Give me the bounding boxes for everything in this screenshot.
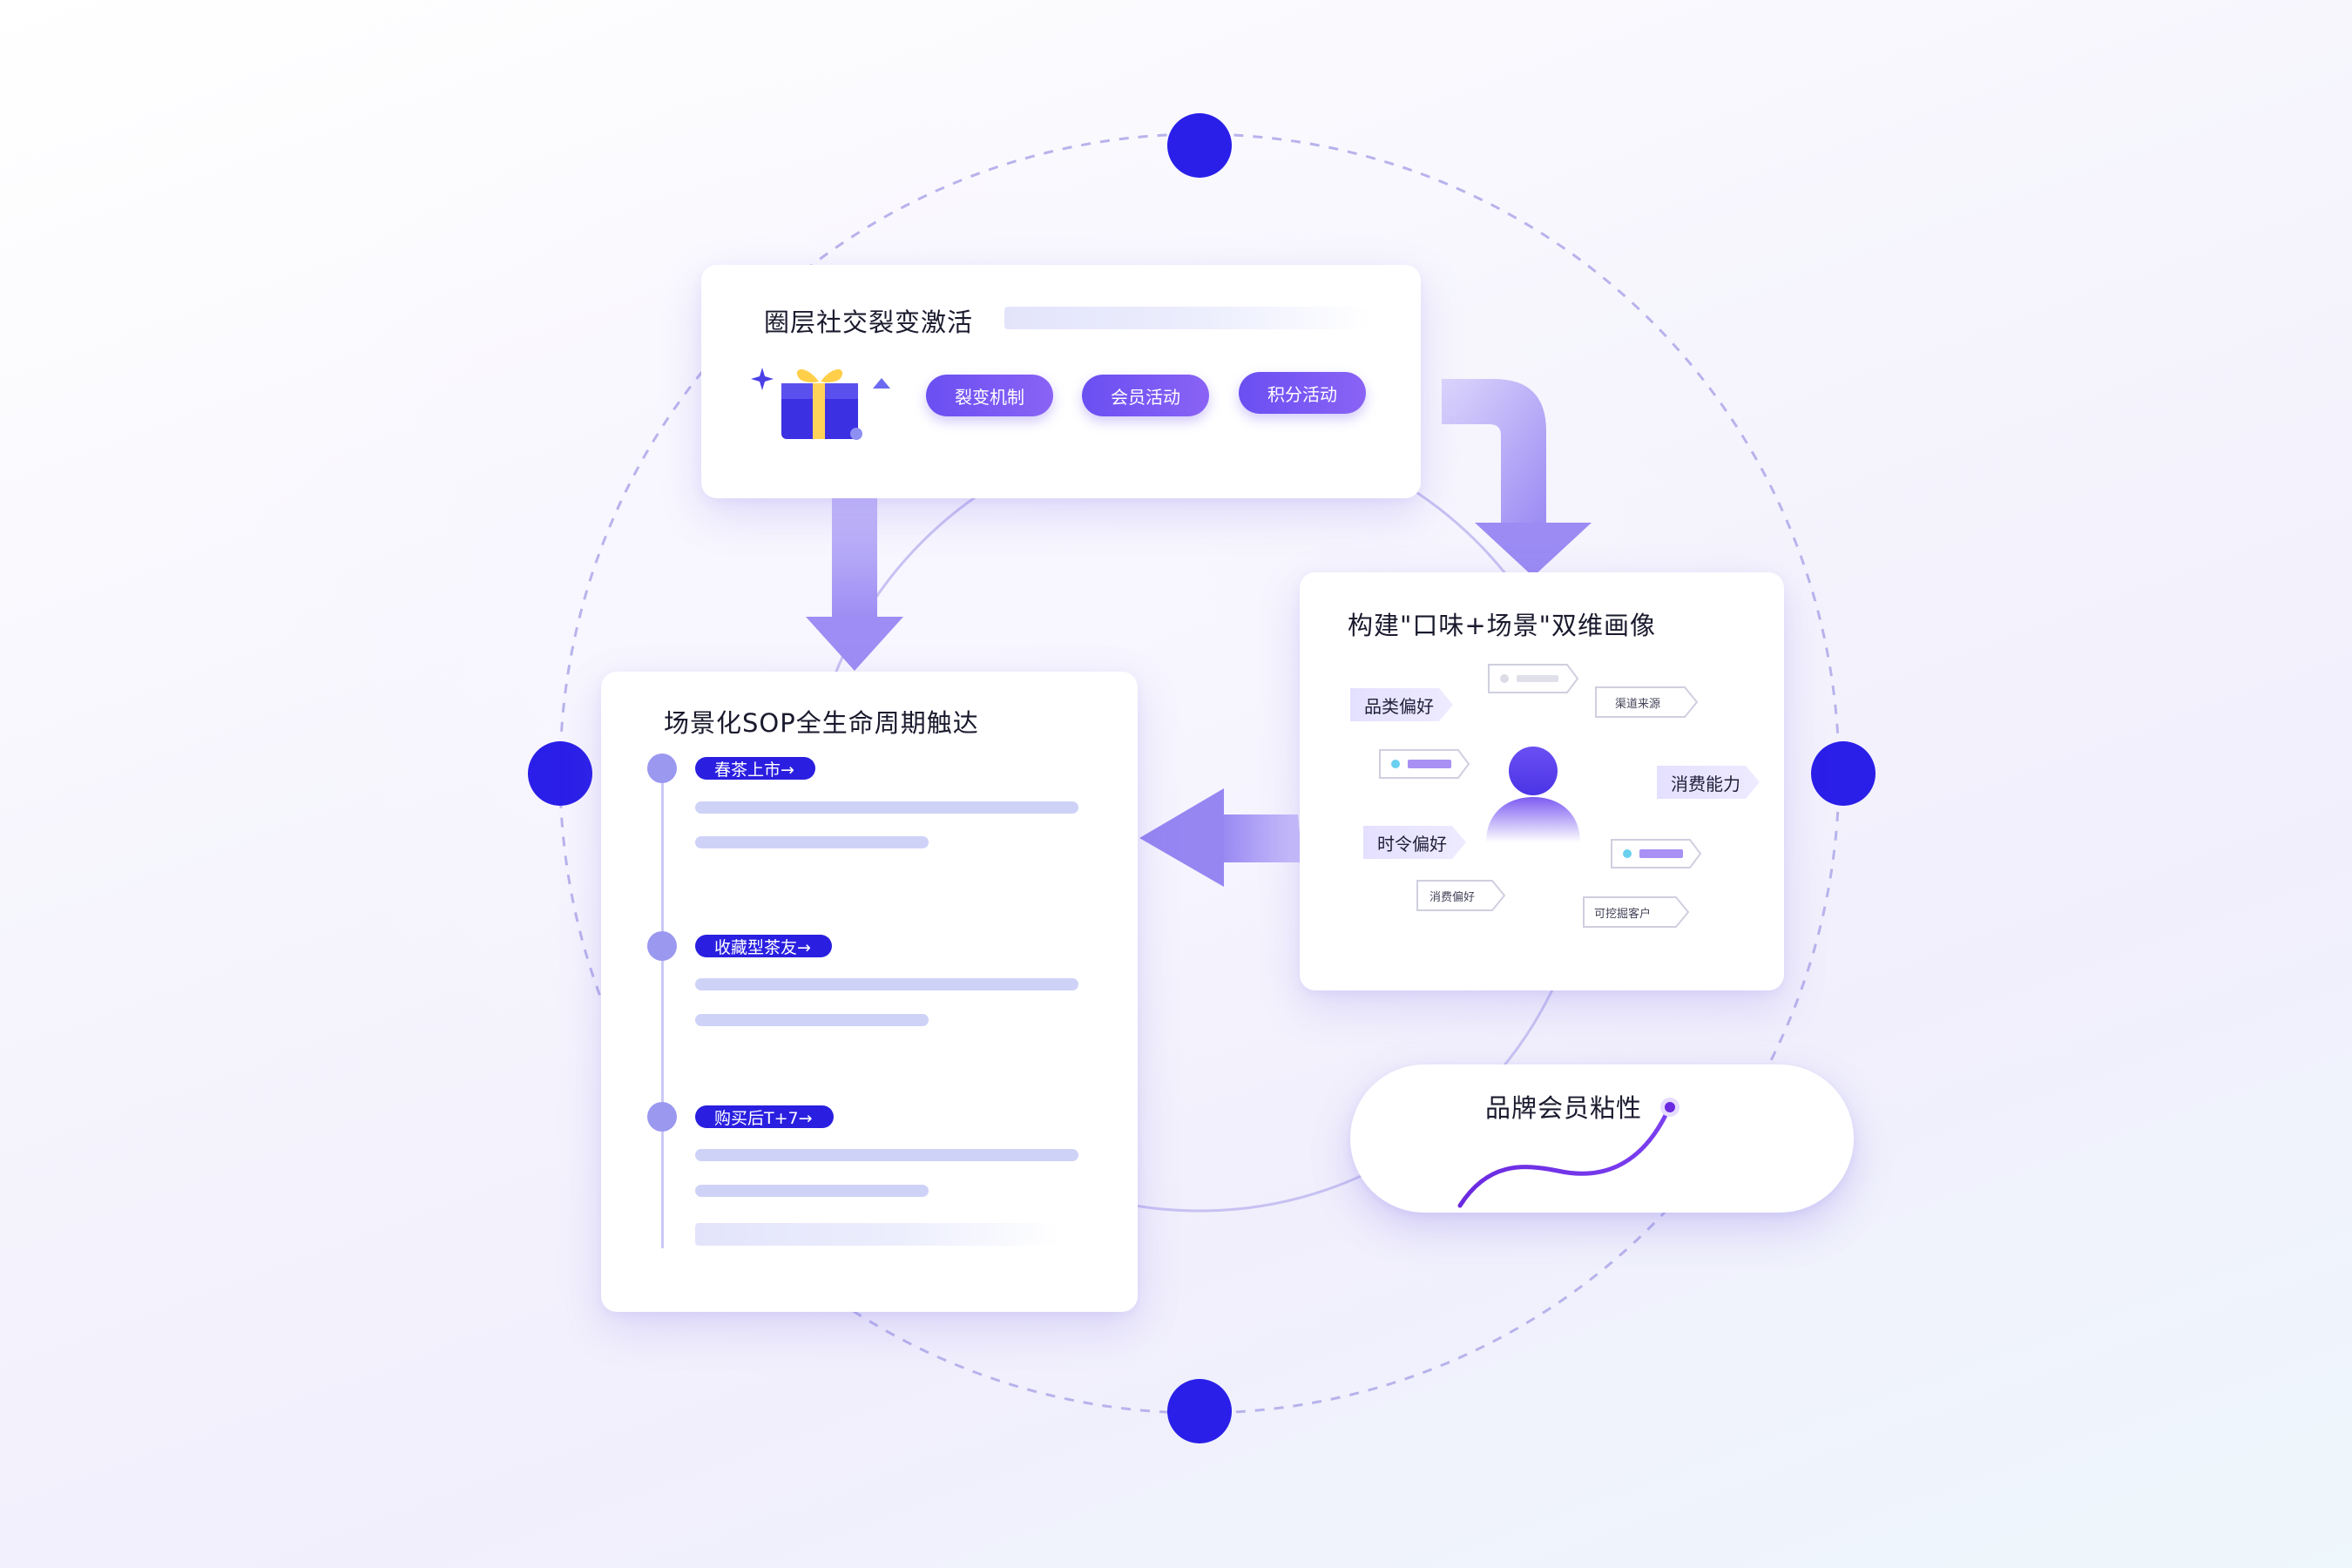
step-label: 收藏型茶友→ bbox=[695, 935, 832, 957]
card-title: 场景化SOP全生命周期触达 bbox=[664, 708, 979, 738]
content-bar bbox=[695, 978, 1078, 990]
brand-loyalty-card: 品牌会员粘性 bbox=[1350, 1064, 1854, 1213]
outline-tag-label: 可挖掘客户 bbox=[1594, 907, 1652, 921]
outline-tag-placeholder bbox=[1610, 838, 1702, 869]
card-title: 品牌会员粘性 bbox=[1485, 1093, 1643, 1123]
outline-tag-potential-customer: 可挖掘客户 bbox=[1582, 896, 1690, 929]
outline-tag-placeholder bbox=[1378, 748, 1470, 780]
tag-spending-power: 消费能力 bbox=[1657, 766, 1760, 799]
content-bar bbox=[695, 836, 929, 848]
outline-tag-label: 消费偏好 bbox=[1429, 890, 1476, 904]
timeline-line bbox=[661, 767, 664, 1248]
pill-points-activity[interactable]: 积分活动 bbox=[1239, 372, 1366, 414]
tag-seasonal-preference: 时令偏好 bbox=[1363, 826, 1466, 859]
node-bottom bbox=[1167, 1379, 1232, 1443]
content-bar bbox=[695, 1149, 1078, 1161]
outline-tag-label: 渠道来源 bbox=[1615, 697, 1661, 711]
step-label: 购买后T+7→ bbox=[695, 1105, 834, 1128]
timeline-dot bbox=[647, 754, 677, 783]
gift-box-icon bbox=[747, 348, 895, 444]
timeline-dot bbox=[647, 931, 677, 961]
outline-tag-channel-source: 渠道来源 bbox=[1594, 686, 1699, 719]
outline-tag-placeholder bbox=[1487, 663, 1579, 694]
tag-category-preference: 品类偏好 bbox=[1350, 688, 1453, 721]
card-title: 圈层社交裂变激活 bbox=[764, 308, 974, 337]
pill-member-activity[interactable]: 会员活动 bbox=[1082, 375, 1209, 416]
node-top bbox=[1167, 113, 1232, 178]
content-bar bbox=[695, 801, 1078, 814]
node-left bbox=[528, 741, 592, 806]
footer-decor-bar bbox=[695, 1223, 1061, 1246]
growth-curve-icon bbox=[1453, 1084, 1714, 1214]
user-avatar-icon bbox=[1484, 745, 1582, 842]
social-activation-card: 圈层社交裂变激活 裂变机制 会员活动 积分活动 bbox=[701, 265, 1421, 498]
title-decor-bar bbox=[1004, 307, 1370, 329]
pill-fission-mechanism[interactable]: 裂变机制 bbox=[926, 375, 1053, 416]
step-label: 春茶上市→ bbox=[695, 757, 815, 780]
content-bar bbox=[695, 1014, 929, 1026]
flow-arrow-right-down bbox=[1442, 379, 1592, 577]
timeline-dot bbox=[647, 1102, 677, 1132]
flow-arrow-down-left bbox=[806, 497, 903, 671]
card-title: 构建"口味+场景"双维画像 bbox=[1348, 611, 1656, 640]
sop-lifecycle-card: 场景化SOP全生命周期触达 春茶上市→ 收藏型茶友→ 购买后T+7→ bbox=[601, 672, 1138, 1312]
content-bar bbox=[695, 1185, 929, 1197]
flow-arrow-left bbox=[1139, 788, 1302, 887]
outline-tag-consumption-preference: 消费偏好 bbox=[1416, 879, 1506, 912]
persona-card: 构建"口味+场景"双维画像 渠道来源 消费偏好 可挖掘客户 品类偏好 消费能力 … bbox=[1300, 572, 1784, 990]
node-right bbox=[1811, 741, 1876, 806]
